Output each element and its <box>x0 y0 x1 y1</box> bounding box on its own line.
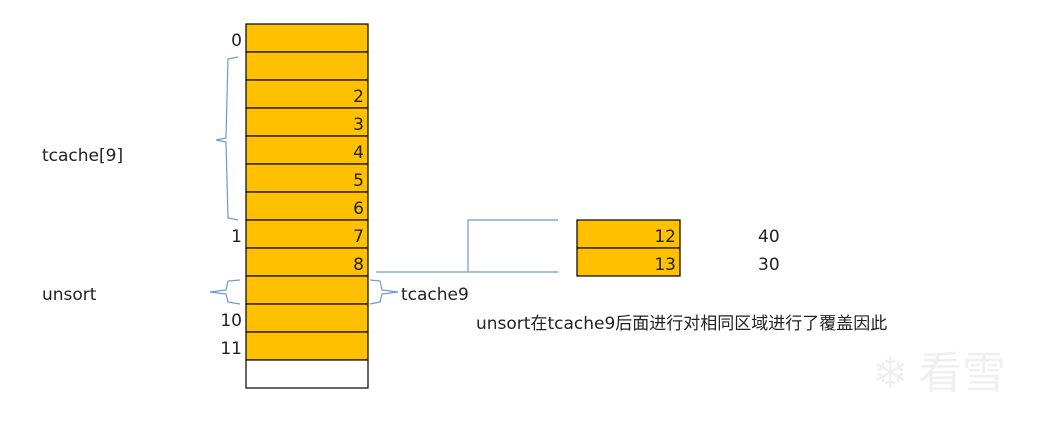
chunk-cell: 11 <box>220 331 369 361</box>
chunk-rect <box>245 359 369 389</box>
snowflake-icon: ❄ <box>872 348 909 399</box>
chunk-cell <box>245 51 369 81</box>
chunk-size-label: 40 <box>758 227 780 247</box>
chunk-inner-label: 12 <box>654 227 676 247</box>
tcache-group-brace <box>215 56 239 221</box>
chunk-cell: 71 <box>231 219 369 249</box>
chunk-rect <box>245 135 369 165</box>
chunk-rect <box>245 163 369 193</box>
chunk-cell: 3 <box>245 107 369 137</box>
chunk-rect <box>245 331 369 361</box>
chunk-cell: 6 <box>245 191 369 221</box>
chunk-cell: 10 <box>220 303 369 333</box>
chunk-cell: 5 <box>245 163 369 193</box>
chunk-rect <box>245 107 369 137</box>
side-chunk-column: 12 40 13 30 <box>576 219 780 277</box>
chunk-index-label: 0 <box>231 31 242 51</box>
chunk-index-label: 10 <box>220 311 242 331</box>
side-chunk-cell: 13 30 <box>576 247 780 277</box>
chunk-inner-label: 7 <box>353 227 364 247</box>
chunk-rect <box>245 191 369 221</box>
chunk-rect <box>245 303 369 333</box>
chunk-rect <box>245 247 369 277</box>
tcache-group-label: tcache[9] <box>42 146 123 166</box>
watermark-text: 看雪 <box>918 348 1006 399</box>
chunk-rect <box>576 219 681 249</box>
chunk-inner-label: 6 <box>353 199 364 219</box>
chunk-cell: 8 <box>245 247 369 277</box>
chunk-rect <box>245 51 369 81</box>
chunk-inner-label: 13 <box>654 255 676 275</box>
unsort-label: unsort <box>42 285 97 305</box>
chunk-index-label: 1 <box>231 227 242 247</box>
tcache9-label: tcache9 <box>401 285 469 305</box>
chunk-cell: 4 <box>245 135 369 165</box>
side-chunk-cell: 12 40 <box>576 219 780 249</box>
chunk-cell: 2 <box>245 79 369 109</box>
chunk-inner-label: 4 <box>353 143 364 163</box>
note-text: unsort在tcache9后面进行对相同区域进行了覆盖因此 <box>476 314 887 334</box>
chunk-rect <box>245 23 369 53</box>
chunk-cell <box>245 275 369 305</box>
chunk-cell <box>245 359 369 389</box>
tcache9-brace <box>369 279 399 305</box>
connector-line <box>376 219 558 273</box>
chunk-index-label: 11 <box>220 339 242 359</box>
unsort-brace <box>209 279 241 305</box>
chunk-rect <box>245 79 369 109</box>
chunk-inner-label: 8 <box>353 255 364 275</box>
chunk-rect <box>576 247 681 277</box>
chunk-rect <box>245 219 369 249</box>
chunk-rect <box>245 275 369 305</box>
chunk-inner-label: 5 <box>353 171 364 191</box>
chunk-cell: 0 <box>231 23 369 53</box>
chunk-size-label: 30 <box>758 255 780 275</box>
watermark: ❄ 看雪 <box>872 348 1006 399</box>
chunk-inner-label: 2 <box>353 87 364 107</box>
chunk-inner-label: 3 <box>353 115 364 135</box>
